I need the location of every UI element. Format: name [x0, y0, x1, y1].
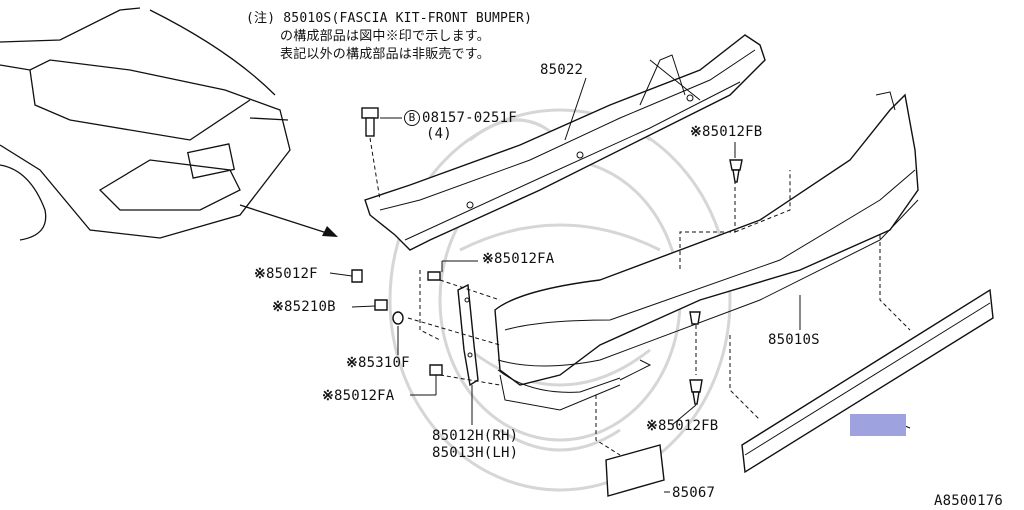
star-mark: ※ [346, 355, 358, 371]
fascia-kit-note-line2: の構成部品は図中※印で示します。 [280, 29, 490, 44]
bolt-circle-mark: B [404, 110, 420, 126]
star-mark: ※ [254, 266, 266, 282]
reflector [605, 444, 665, 497]
label-85022: 85022 [540, 62, 584, 78]
label-85067: 85067 [672, 485, 716, 501]
diagram-id: A8500176 [934, 493, 1004, 509]
reinforcement-beam [364, 34, 766, 251]
bumper-molding [741, 288, 994, 474]
side-bracket [457, 283, 479, 387]
label-85210b: ※85210B [272, 299, 336, 315]
bumper-fascia [494, 91, 919, 411]
label-85012fa-lower: ※85012FA [322, 388, 395, 404]
bolt-08157 [361, 107, 381, 201]
bolt-code: 08157-0251F [422, 110, 517, 126]
label-85012fa-upper: ※85012FA [482, 251, 555, 267]
assembly-dashes [407, 170, 911, 456]
leader-lines [329, 77, 911, 493]
label-85010s: 85010S [768, 332, 820, 348]
label-85012fb-bottom: ※85012FB [646, 418, 719, 434]
star-mark: ※ [322, 388, 334, 404]
fascia-kit-note-line3: 表記以外の構成部品は非販売です。 [280, 47, 490, 62]
direction-arrow [239, 204, 338, 237]
car-outline [0, 7, 291, 241]
highlight-box [850, 414, 906, 436]
label-85012f: ※85012F [254, 266, 318, 282]
star-mark: ※ [690, 124, 702, 140]
label-85310f: ※85310F [346, 355, 410, 371]
star-mark: ※ [482, 251, 494, 267]
fasteners [351, 159, 743, 405]
label-85012h-rh: 85012H(RH) [432, 428, 519, 444]
label-85013h-lh: 85013H(LH) [432, 445, 519, 461]
fascia-kit-note-line1: (注) 85010S(FASCIA KIT-FRONT BUMPER) [246, 11, 533, 26]
label-bolt-qty: (4) [426, 126, 452, 142]
star-mark: ※ [646, 418, 658, 434]
star-mark: ※ [272, 299, 284, 315]
label-85012fb-top: ※85012FB [690, 124, 763, 140]
